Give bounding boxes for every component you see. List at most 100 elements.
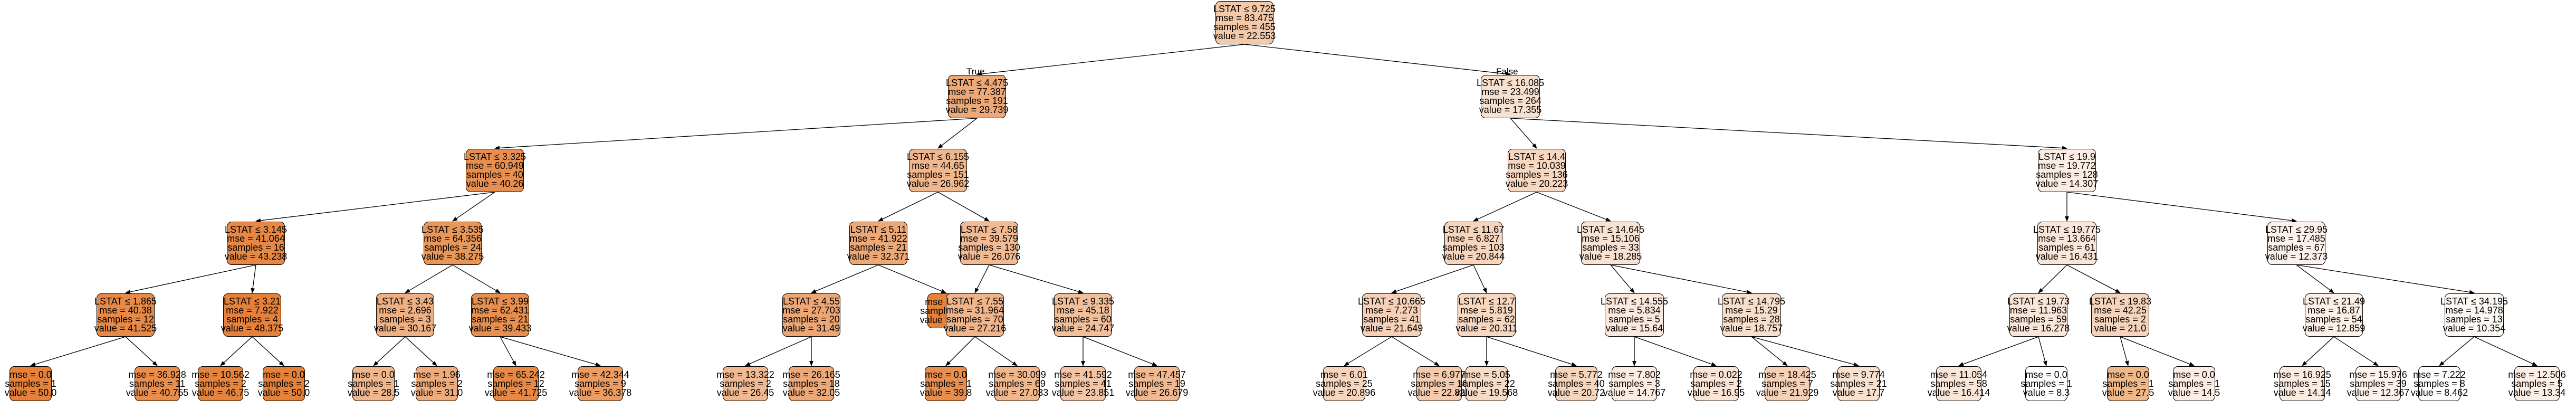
- node-text-line: samples = 18: [783, 378, 840, 389]
- node-text-line: samples = 128: [2036, 169, 2098, 180]
- tree-edge: [2439, 336, 2475, 366]
- node-text-line: value = 32.371: [847, 251, 910, 262]
- node-text-line: mse = 10.039: [1508, 160, 1566, 171]
- tree-edge: [2120, 336, 2195, 366]
- node-text-line: LSTAT ≤ 12.7: [1458, 296, 1515, 307]
- tree-edge: [1391, 264, 1474, 293]
- node-text-line: LSTAT ≤ 9.335: [1052, 296, 1114, 307]
- tree-edge: [1751, 336, 1859, 367]
- node-text-line: value = 14.14: [2273, 387, 2331, 398]
- node-text-line: LSTAT ≤ 1.865: [94, 296, 157, 307]
- node-text-line: mse = 1.96: [413, 369, 461, 380]
- node-text-line: value = 16.431: [2035, 251, 2099, 262]
- node-text-line: value = 27.033: [985, 387, 1049, 398]
- node-text-line: LSTAT ≤ 29.95: [2265, 224, 2328, 235]
- node-text-line: mse = 31.964: [946, 305, 1004, 316]
- node-text-line: samples = 11: [129, 378, 186, 389]
- node-text-line: samples = 5: [2511, 378, 2563, 389]
- node-text-line: samples = 5: [1608, 314, 1660, 325]
- tree-edge: [255, 192, 495, 223]
- node-text-line: value = 32.05: [782, 387, 840, 398]
- node-text-line: value = 20.72: [1547, 387, 1605, 398]
- node-text-line: samples = 39: [2350, 378, 2407, 389]
- tree-edge: [1391, 336, 1440, 366]
- node-text-line: value = 48.375: [221, 323, 284, 334]
- tree-edge: [1751, 336, 1788, 366]
- tree-edge: [974, 264, 990, 293]
- node-text-line: value = 20.844: [1442, 251, 1505, 262]
- node-text-line: samples = 70: [946, 314, 1003, 325]
- node-text-line: value = 39.8: [920, 387, 972, 398]
- node-text-line: samples = 69: [989, 378, 1046, 389]
- node-text-line: samples = 16: [227, 242, 284, 253]
- node-text-line: LSTAT ≤ 7.55: [946, 296, 1003, 307]
- node-text-line: mse = 0.0: [263, 369, 305, 380]
- node-text-line: LSTAT ≤ 3.99: [472, 296, 529, 307]
- tree-edge: [2474, 336, 2537, 366]
- node-text-line: samples = 151: [907, 169, 969, 180]
- tree-edge: [30, 336, 126, 367]
- node-text-line: mse = 7.273: [1365, 305, 1418, 316]
- node-text-line: LSTAT ≤ 3.535: [422, 224, 484, 235]
- node-text-line: samples = 3: [379, 314, 431, 325]
- tree-edge: [1244, 44, 1511, 76]
- node-text-line: LSTAT ≤ 14.555: [1601, 296, 1668, 307]
- node-text-line: mse = 5.834: [1608, 305, 1661, 316]
- node-text-line: samples = 67: [2268, 242, 2325, 253]
- node-text-line: samples = 1: [2020, 378, 2072, 389]
- node-text-line: samples = 1: [920, 378, 972, 389]
- node-text-line: mse = 5.05: [1463, 369, 1510, 380]
- node-text-line: LSTAT ≤ 19.775: [2033, 224, 2101, 235]
- node-text-line: value = 14.307: [2035, 178, 2099, 189]
- tree-edge: [976, 44, 1245, 76]
- tree-edge: [405, 264, 453, 293]
- node-text-line: samples = 2: [195, 378, 246, 389]
- node-text-line: value = 12.859: [2302, 323, 2366, 334]
- branch-label-false: False: [1496, 66, 1518, 77]
- node-text-line: samples = 15: [2274, 378, 2331, 389]
- node-text-line: value = 27.5: [2102, 387, 2154, 398]
- node-text-line: mse = 12.506: [2508, 369, 2566, 380]
- node-text-line: LSTAT ≤ 7.58: [961, 224, 1018, 235]
- tree-edge: [2296, 264, 2475, 294]
- node-text-line: samples = 2: [1690, 378, 1742, 389]
- node-text-line: value = 16.414: [1927, 387, 1990, 398]
- tree-edge: [405, 336, 437, 366]
- node-text-line: LSTAT ≤ 16.085: [1477, 78, 1544, 88]
- node-text-line: value = 29.739: [945, 104, 1009, 115]
- node-text-line: value = 28.5: [347, 387, 400, 398]
- node-text-line: LSTAT ≤ 3.43: [377, 296, 434, 307]
- node-text-line: value = 24.747: [1051, 323, 1115, 334]
- node-text-line: samples = 59: [2010, 314, 2067, 325]
- node-text-line: mse = 16.925: [2273, 369, 2331, 380]
- node-text-line: samples = 130: [958, 242, 1020, 253]
- node-text-line: samples = 12: [97, 314, 154, 325]
- tree-edge: [2066, 192, 2297, 223]
- node-text-line: value = 20.223: [1505, 178, 1568, 189]
- node-text-line: samples = 19: [1128, 378, 1185, 389]
- node-text-line: mse = 0.0: [9, 369, 52, 380]
- node-text-line: mse = 42.25: [2094, 305, 2147, 316]
- node-text-line: value = 16.278: [2007, 323, 2070, 334]
- node-text-line: value = 20.896: [1313, 387, 1376, 398]
- node-text-line: mse = 6.827: [1447, 233, 1500, 244]
- node-text-line: samples = 28: [1723, 314, 1780, 325]
- node-text-line: LSTAT ≤ 19.83: [2089, 296, 2151, 307]
